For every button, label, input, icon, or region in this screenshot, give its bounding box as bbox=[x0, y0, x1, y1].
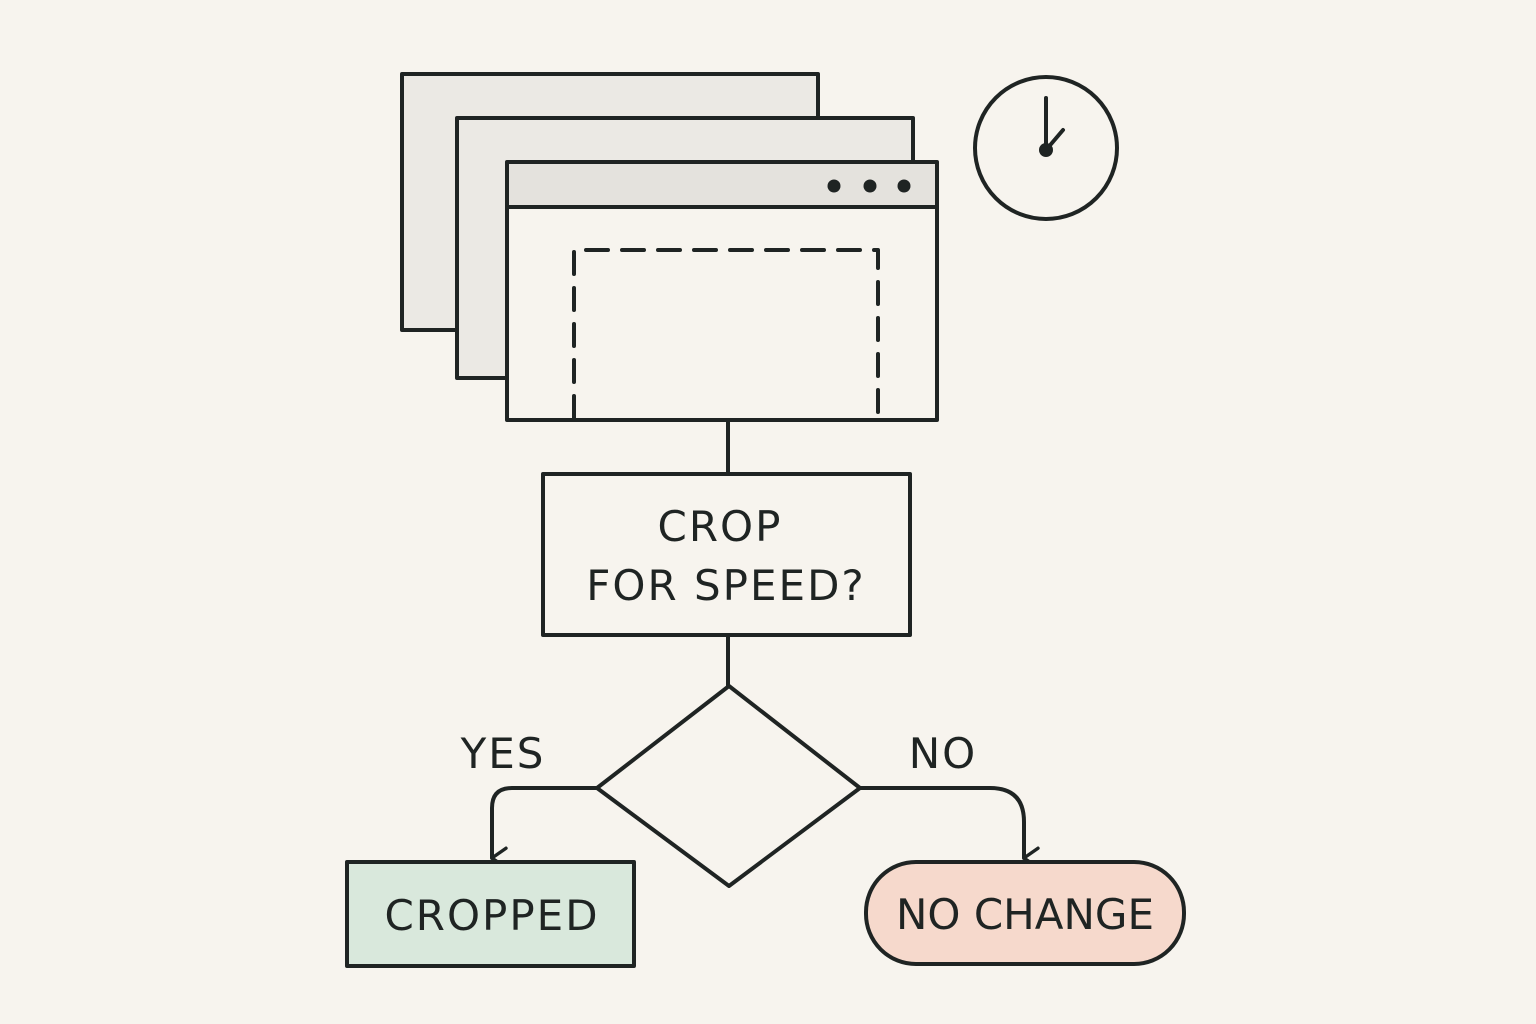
yes-branch-label: YES bbox=[460, 729, 546, 778]
clock-icon bbox=[973, 75, 1119, 221]
no-change-label: NO CHANGE bbox=[896, 890, 1154, 939]
question-line-2: FOR SPEED? bbox=[586, 561, 865, 610]
no-change-outcome-pill: NO CHANGE bbox=[864, 860, 1186, 966]
no-branch-arrow bbox=[858, 786, 1040, 870]
stacked-windows-icon bbox=[400, 72, 939, 422]
front-window bbox=[505, 160, 939, 422]
cropped-label: CROPPED bbox=[384, 891, 599, 940]
no-branch-label: NO bbox=[909, 729, 977, 778]
cropped-outcome-box: CROPPED bbox=[345, 860, 636, 968]
crop-region-dashed bbox=[572, 248, 880, 420]
question-line-1: CROP bbox=[658, 502, 783, 551]
window-dots-icon bbox=[827, 179, 911, 193]
yes-branch-arrow bbox=[490, 786, 599, 870]
decision-diamond bbox=[595, 684, 862, 888]
decision-question-box: CROP FOR SPEED? bbox=[541, 472, 912, 637]
